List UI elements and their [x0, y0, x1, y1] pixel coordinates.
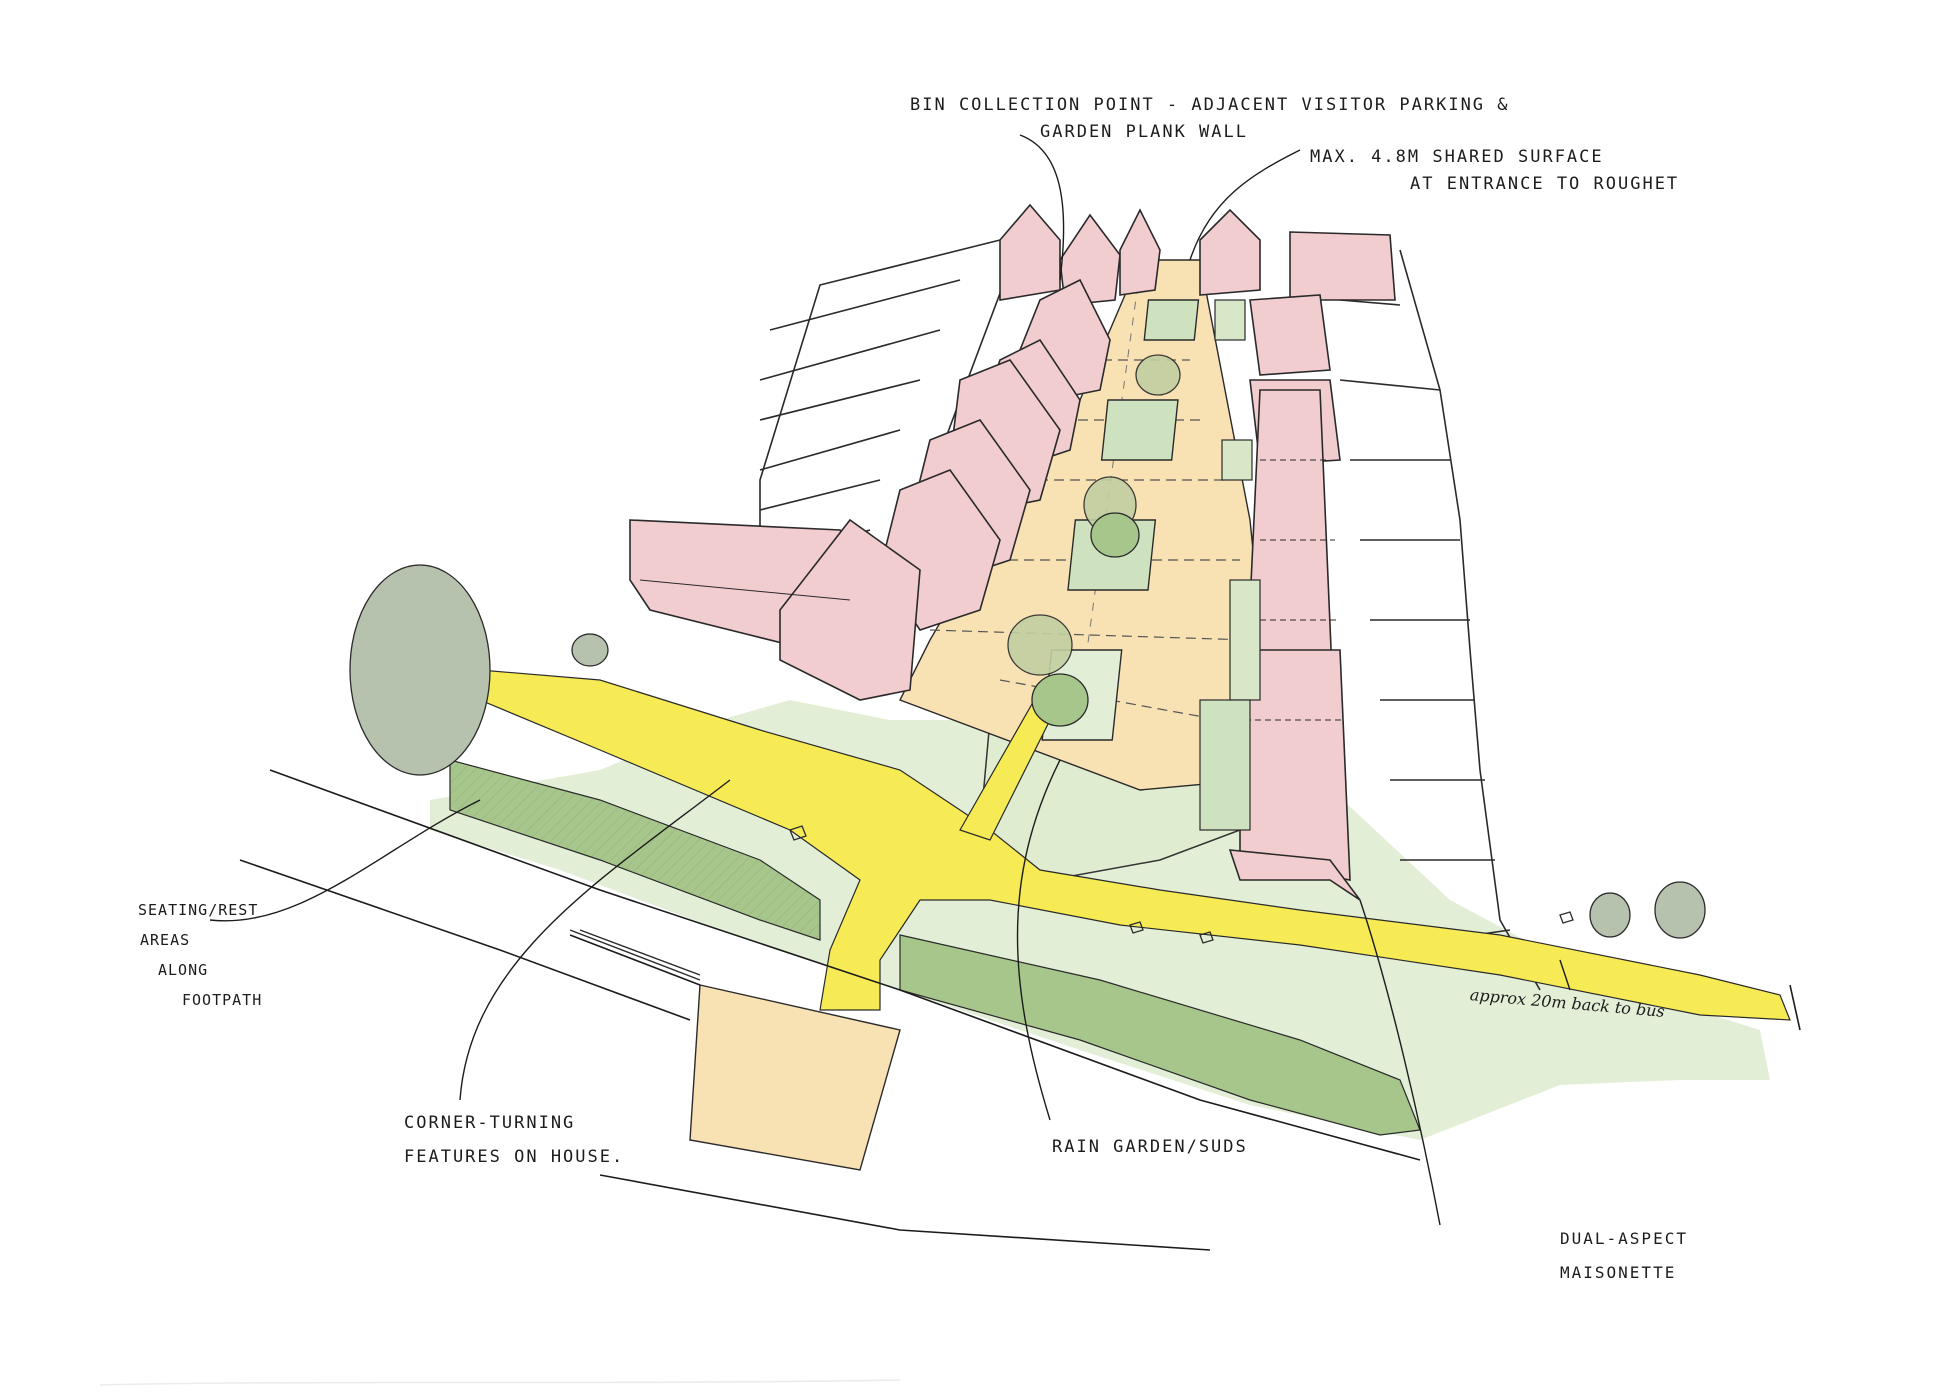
houses-right-terrace [1199, 208, 1396, 901]
benches [789, 825, 1574, 944]
shared-surface-line2: AT ENTRANCE TO ROUGHET [1410, 174, 1680, 194]
bin-collection-line2: GARDEN PLANK WALL [1040, 122, 1248, 142]
rain-garden-line1: RAIN GARDEN/SUDS [1052, 1137, 1248, 1157]
corner-turning-line1: CORNER-TURNING [404, 1113, 576, 1133]
corner-turning-note: CORNER-TURNING FEATURES ON HOUSE. [404, 1106, 624, 1174]
road-lines [239, 769, 1801, 1251]
shared-surface-note: MAX. 4.8m SHARED SURFACE AT ENTRANCE TO … [1310, 144, 1679, 198]
houses-left-terrace [629, 203, 1161, 701]
seating-line3: ALONG [158, 961, 209, 979]
seating-line4: FOOTPATH [182, 991, 263, 1009]
lower-plots [569, 929, 901, 1171]
trees [349, 354, 1706, 939]
seating-note: SEATING/REST AREAS ALONG FOOTPATH [138, 895, 262, 1015]
front-gardens-right [1199, 299, 1261, 831]
faint-footer [99, 1379, 901, 1386]
dual-aspect-line2: MAISONETTE [1560, 1263, 1677, 1282]
seating-line1: SEATING/REST [138, 901, 259, 919]
bin-collection-line1: BIN COLLECTION POINT - ADJACENT VISITOR … [910, 95, 1510, 115]
seating-line2: AREAS [140, 931, 191, 949]
bin-collection-note: BIN COLLECTION POINT - ADJACENT VISITOR … [910, 92, 1510, 146]
corner-turning-line2: FEATURES ON HOUSE. [404, 1147, 625, 1167]
rain-garden-note: RAIN GARDEN/SUDS [1052, 1134, 1248, 1161]
tree-icon [349, 564, 491, 776]
house-icon [999, 203, 1061, 301]
dual-aspect-line1: DUAL-ASPECT [1560, 1229, 1688, 1248]
shared-surface-line1: MAX. 4.8m SHARED SURFACE [1310, 147, 1604, 167]
dual-aspect-note: DUAL-ASPECT MAISONETTE [1560, 1222, 1688, 1290]
leader-lines [209, 134, 1571, 1226]
hedges [449, 759, 1421, 1136]
bench-icon [789, 825, 807, 841]
rear-garden-plots-right [1339, 249, 1541, 991]
